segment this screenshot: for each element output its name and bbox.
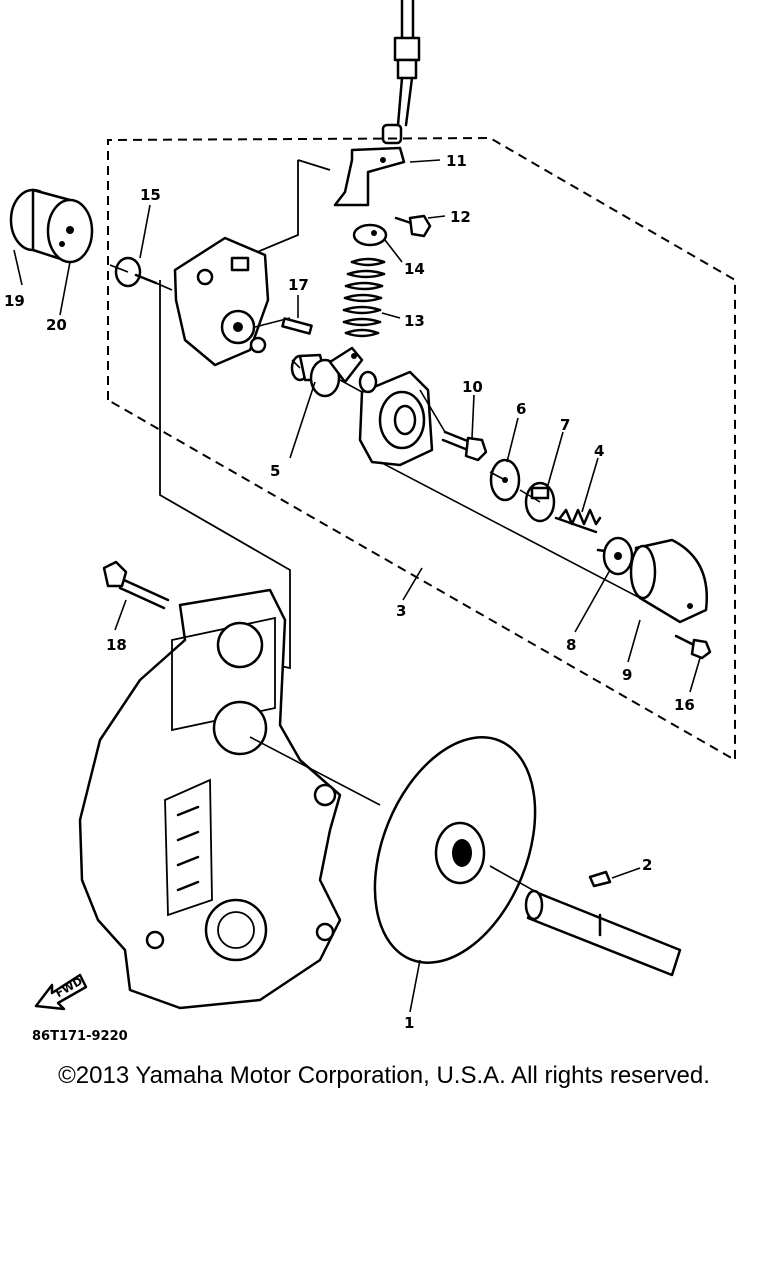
callout-12: 12: [450, 208, 471, 226]
callout-3: 3: [396, 602, 406, 620]
callout-6: 6: [516, 400, 526, 418]
callout-14: 14: [404, 260, 425, 278]
retainer-8: [596, 536, 634, 576]
callout-9: 9: [622, 666, 632, 684]
copyright-notice: ©2013 Yamaha Motor Corporation, U.S.A. A…: [58, 1062, 710, 1089]
callout-15: 15: [140, 186, 161, 204]
pulley-sheave-1: [373, 736, 537, 964]
assembly-outline: [107, 136, 736, 762]
callout-1: 1: [404, 1014, 414, 1032]
callout-4: 4: [594, 442, 604, 460]
housing-block: [173, 236, 270, 367]
drawing-code: 86T171-9220: [32, 1029, 128, 1040]
callout-17: 17: [288, 276, 309, 294]
callout-5: 5: [270, 462, 280, 480]
screw-12: [394, 214, 432, 238]
callout-20: 20: [46, 316, 67, 334]
bolt-10: [441, 430, 488, 462]
spring-13: [342, 257, 386, 338]
end-cap: [9, 188, 94, 264]
callout-13: 13: [404, 312, 425, 330]
key-2: [588, 870, 612, 888]
shaft: [524, 889, 682, 977]
bolt-16: [674, 634, 712, 660]
callout-10: 10: [462, 378, 483, 396]
fwd-arrow-icon: FWD: [34, 973, 88, 1011]
cover-plate: [358, 370, 434, 467]
cover-cap-9: [629, 538, 708, 624]
leader-lines: [109, 264, 641, 894]
callout-11: 11: [446, 152, 467, 170]
lever-5: [290, 346, 364, 398]
callout-18: 18: [106, 636, 127, 654]
bolt-18: [102, 560, 170, 610]
callout-7: 7: [560, 416, 570, 434]
callout-19: 19: [4, 292, 25, 310]
callout-2: 2: [642, 856, 652, 874]
parts-diagram: 1 2 3 4 5 6 7 8 9 10 11 12 13 14 15 16 1…: [4, 0, 736, 1040]
callout-8: 8: [566, 636, 576, 654]
collar-14: [352, 223, 388, 247]
pin-17: [281, 317, 313, 335]
crankcase: [78, 588, 342, 1010]
spring-4: [554, 508, 602, 534]
washer-15: [114, 256, 158, 288]
callout-leaders: [13, 159, 701, 1013]
bracket-11: [333, 146, 406, 207]
callout-16: 16: [674, 696, 695, 714]
throttle-cable: [381, 0, 421, 145]
